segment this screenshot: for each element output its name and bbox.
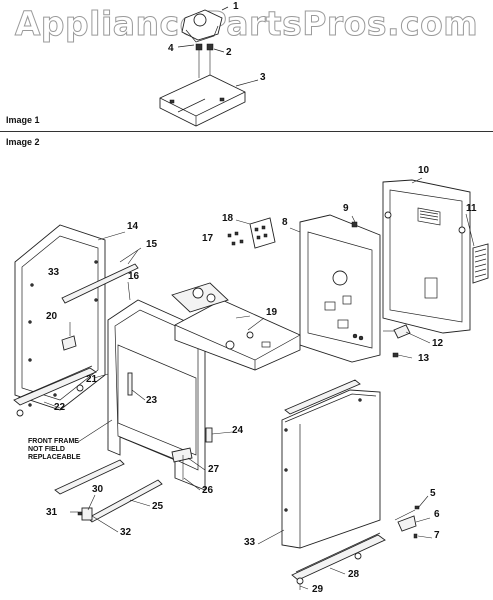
callout-14: 14 <box>127 221 139 232</box>
part-side-panel <box>281 389 381 549</box>
callout-23: 23 <box>146 395 158 406</box>
callout-33a: 33 <box>48 267 60 278</box>
callout-32: 32 <box>120 527 132 538</box>
callout-21: 21 <box>86 374 98 385</box>
callout-26: 26 <box>202 485 214 496</box>
callout-6: 6 <box>434 509 440 520</box>
callout-19: 19 <box>266 307 278 318</box>
callout-31: 31 <box>46 507 58 518</box>
callout-11: 11 <box>466 203 477 214</box>
callout-17: 17 <box>202 233 214 244</box>
callout-16: 16 <box>128 271 140 282</box>
callout-3: 3 <box>260 72 266 83</box>
part-screws-17 <box>227 231 244 246</box>
callout-12: 12 <box>432 338 444 349</box>
callout-10: 10 <box>418 165 430 176</box>
section-divider <box>0 131 493 132</box>
callout-18: 18 <box>222 213 234 224</box>
callout-33b: 33 <box>244 537 256 548</box>
part-rear-frame <box>299 214 381 363</box>
image1-switch-assembly <box>181 9 223 78</box>
callout-1: 1 <box>233 1 239 12</box>
callout-5: 5 <box>430 488 436 499</box>
callout-25: 25 <box>152 501 164 512</box>
image1-bracket <box>159 74 246 127</box>
part-top-panel <box>174 299 301 371</box>
leader-lines <box>43 177 475 590</box>
callout-28: 28 <box>348 569 360 580</box>
callout-30: 30 <box>92 484 104 495</box>
callout-2: 2 <box>226 47 232 58</box>
part-front-frame <box>107 299 213 491</box>
part-top-switch-assembly <box>171 282 229 313</box>
callout-15: 15 <box>146 239 158 250</box>
callout-27: 27 <box>208 464 220 475</box>
callout-4: 4 <box>168 43 174 54</box>
callout-20: 20 <box>46 311 58 322</box>
callout-8: 8 <box>282 217 288 228</box>
callout-9: 9 <box>343 203 349 214</box>
front-frame-note: FRONT FRAME NOT FIELD REPLACEABLE <box>28 438 81 461</box>
part-side-frame-left <box>14 224 106 411</box>
callout-29: 29 <box>312 584 324 595</box>
callout-7: 7 <box>434 530 440 541</box>
watermark: AppliancePartsPros.com <box>14 4 479 44</box>
part-vent-grille <box>472 243 489 284</box>
part-board <box>249 217 276 249</box>
callout-24: 24 <box>232 425 244 436</box>
image1-label: Image 1 <box>6 115 40 125</box>
callout-22: 22 <box>54 402 66 413</box>
image2-label: Image 2 <box>6 137 40 147</box>
callout-13: 13 <box>418 353 430 364</box>
part-back-panel <box>382 179 471 334</box>
